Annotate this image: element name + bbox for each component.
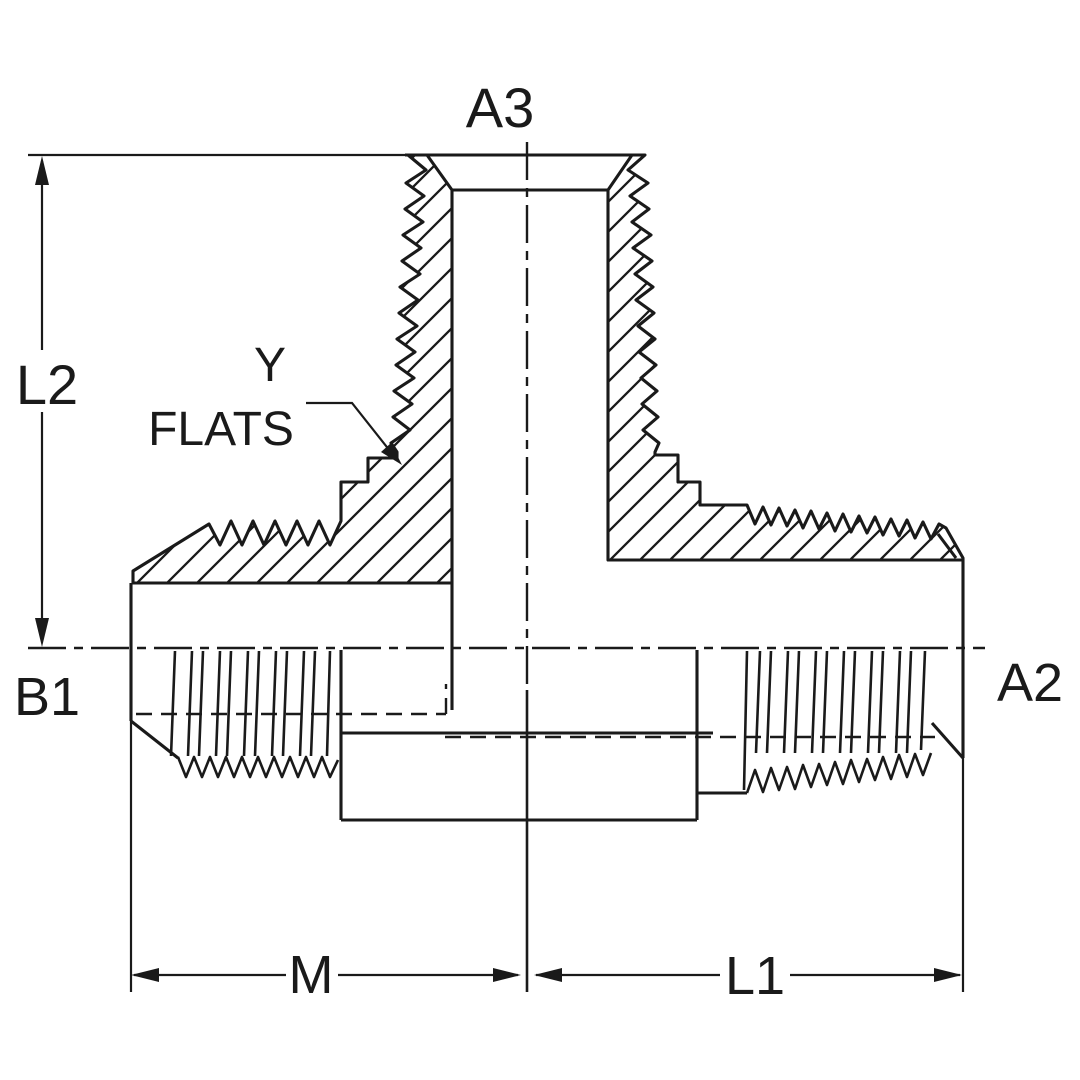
dimension-l1 [534, 758, 965, 992]
label-y: Y [254, 339, 286, 392]
label-b1: B1 [14, 667, 80, 727]
section-wall-left-hatch [131, 153, 454, 585]
labels: A3 L2 Y FLATS B1 A2 M L1 [14, 76, 1063, 1006]
thread-lines-left-port [169, 650, 340, 779]
hidden-bore-lines [136, 684, 935, 739]
label-m: M [289, 945, 334, 1005]
flats-leader-line [306, 401, 402, 465]
label-l2: L2 [16, 353, 78, 416]
dimension-m [129, 721, 521, 992]
section-wall-right-hatch [606, 153, 965, 562]
label-flats: FLATS [148, 403, 294, 456]
label-l1: L1 [725, 946, 785, 1006]
thread-lines-right-port [742, 650, 933, 794]
label-a2: A2 [997, 653, 1063, 713]
dimension-l2 [28, 153, 405, 647]
label-a3: A3 [466, 76, 535, 139]
